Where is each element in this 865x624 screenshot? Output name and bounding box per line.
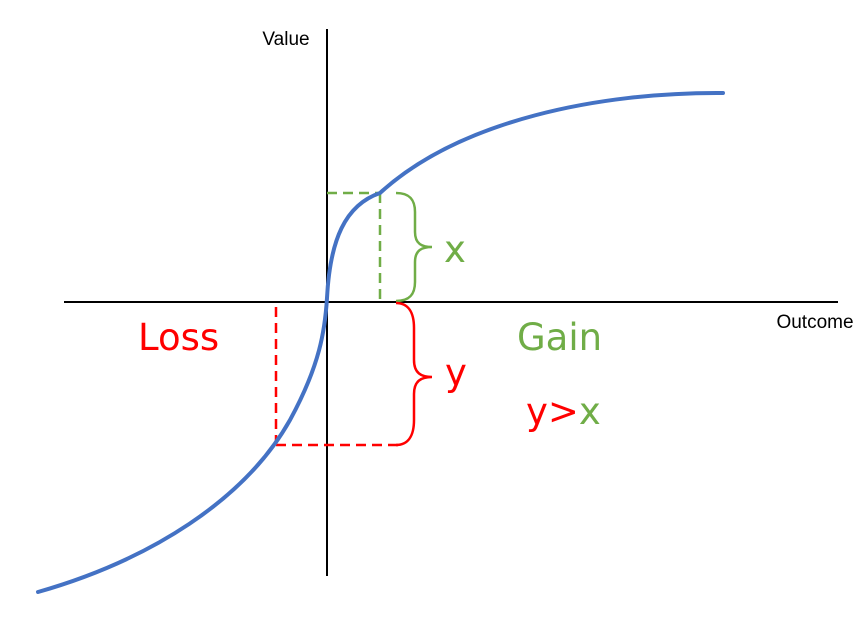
comparison-right: x xyxy=(579,390,601,433)
y-axis-label: Value xyxy=(262,29,309,50)
loss-brace-label: y xyxy=(445,351,467,394)
comparison-left: y xyxy=(526,390,548,433)
loss-brace xyxy=(395,301,433,447)
loss-region-label: Loss xyxy=(138,316,219,359)
comparison-label: y>x xyxy=(526,390,601,433)
value-curve xyxy=(36,90,725,594)
x-axis-label: Outcome xyxy=(776,312,853,333)
gain-region-label: Gain xyxy=(517,316,602,359)
gain-brace-label: x xyxy=(444,228,466,271)
comparison-operator: > xyxy=(548,390,579,433)
gain-brace xyxy=(395,191,433,303)
